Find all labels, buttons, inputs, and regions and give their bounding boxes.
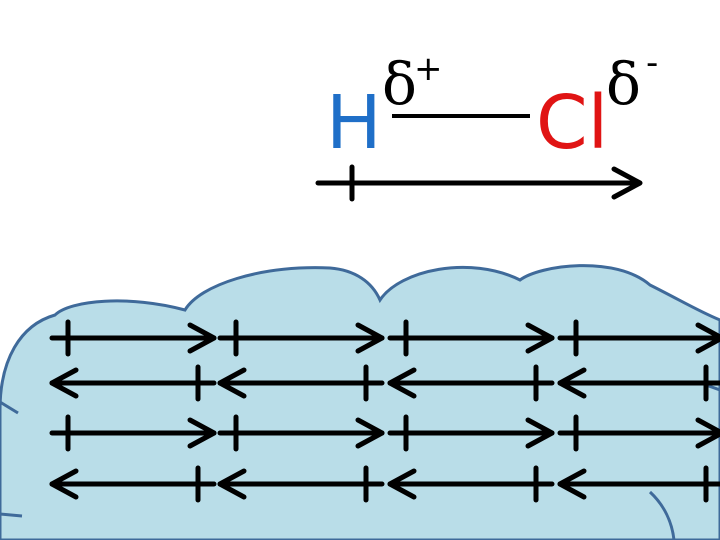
dipole-field-arrowhead xyxy=(355,322,385,354)
dipole-field-arrowhead xyxy=(49,367,79,399)
dipole-field-arrowhead xyxy=(217,367,247,399)
dipole-field-arrow-r3-c3 xyxy=(387,414,555,452)
dipole-field-arrowhead xyxy=(355,417,385,449)
dipole-field-arrow-r2-c2 xyxy=(217,364,385,402)
dipole-field-arrow-r1-c4 xyxy=(557,319,720,357)
dipole-field-arrow-r4-c4 xyxy=(557,465,720,503)
dipole-field-arrowhead xyxy=(525,417,555,449)
dipole-field-arrow-r4-c2 xyxy=(217,465,385,503)
molecule-dipole-arrow xyxy=(315,164,643,202)
dipole-field-arrowhead xyxy=(695,322,720,354)
chlorine-atom-label: Cl xyxy=(536,80,608,166)
cloud-contour-right xyxy=(648,490,676,540)
dipole-field-arrow-r3-c1 xyxy=(49,414,217,452)
dipole-field-arrowhead xyxy=(187,417,217,449)
dipole-field-arrows xyxy=(49,319,720,503)
dipole-field-arrowhead xyxy=(187,322,217,354)
dipole-field-arrowhead xyxy=(557,468,587,500)
cloud-contour-bottom xyxy=(0,512,23,518)
electron-cloud xyxy=(0,264,720,540)
dipole-field-arrowhead xyxy=(387,468,417,500)
dipole-field-arrow-r1-c2 xyxy=(217,319,385,357)
dipole-field-arrow-r3-c4 xyxy=(557,414,720,452)
dipole-field-arrow-r3-c2 xyxy=(217,414,385,452)
hydrogen-atom-label: H xyxy=(326,80,382,166)
dipole-field-arrowhead xyxy=(695,417,720,449)
dipole-field-arrow-r4-c3 xyxy=(387,465,555,503)
dipole-field-arrowhead xyxy=(49,468,79,500)
dipole-field-arrow-r2-c3 xyxy=(387,364,555,402)
dipole-field-arrow-r1-c1 xyxy=(49,319,217,357)
molecule-dipole-arrowhead xyxy=(611,166,643,200)
dipole-field-arrow-r1-c3 xyxy=(387,319,555,357)
dipole-field-arrowhead xyxy=(217,468,247,500)
dipole-field-arrow-r2-c4 xyxy=(557,364,720,402)
dipole-field-arrowhead xyxy=(525,322,555,354)
dipole-field-arrowhead xyxy=(387,367,417,399)
hydrogen-partial-charge-delta: δ xyxy=(382,50,417,118)
cloud-contour-left xyxy=(0,400,19,415)
dipole-field-arrowhead xyxy=(557,367,587,399)
dipole-field-arrow-r4-c1 xyxy=(49,465,217,503)
chlorine-partial-charge-sign: - xyxy=(646,43,658,83)
chlorine-partial-charge-delta: δ xyxy=(606,50,641,118)
dipole-field-arrow-r2-c1 xyxy=(49,364,217,402)
hydrogen-partial-charge-sign: + xyxy=(414,49,443,89)
